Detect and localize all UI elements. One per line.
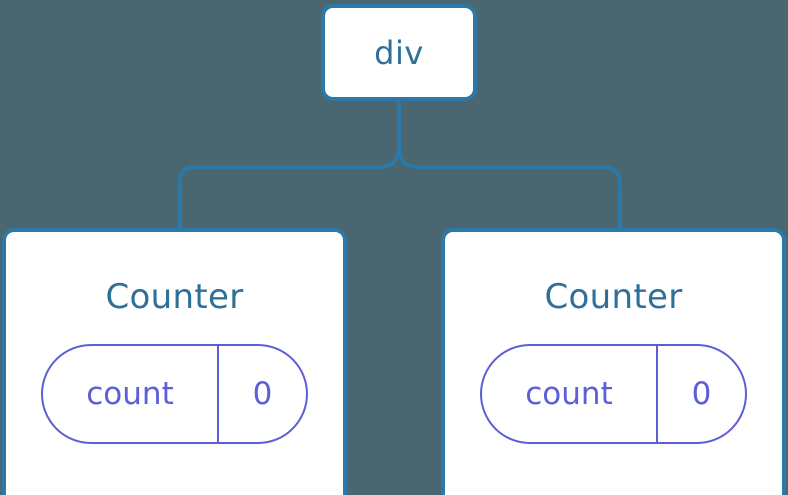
node-counter-right-title: Counter [544,277,683,317]
state-pill-left[interactable]: count 0 [41,344,308,444]
node-counter-left[interactable]: Counter count 0 [2,228,347,495]
state-key-left: count [86,375,174,412]
state-value-left: 0 [217,346,306,442]
connector-div-to-counter-right [397,99,622,232]
state-value-right: 0 [656,346,745,442]
node-div-label: div [374,33,424,72]
node-counter-right[interactable]: Counter count 0 [441,228,786,495]
node-div[interactable]: div [321,4,477,101]
state-pill-right[interactable]: count 0 [480,344,747,444]
node-counter-left-title: Counter [105,277,244,317]
state-key-right: count [525,375,613,412]
connector-div-to-counter-left [178,99,401,232]
